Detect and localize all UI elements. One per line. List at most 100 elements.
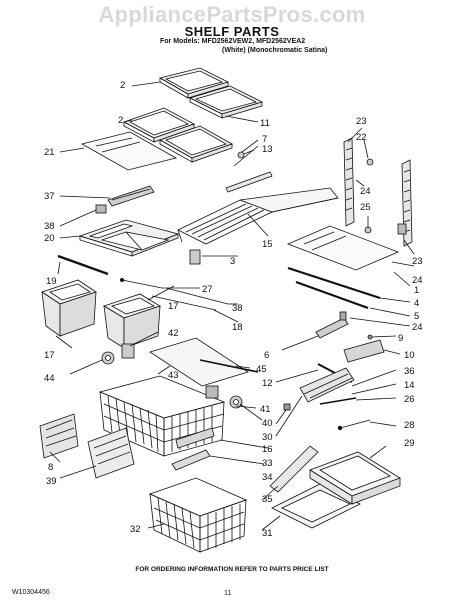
variant-line: (White) (Monochromatic Satina) (222, 47, 328, 54)
clip-part-9 (367, 334, 373, 340)
callout-21: 21 (44, 147, 55, 158)
divider-part-8 (39, 413, 79, 459)
callout-22: 22 (356, 132, 367, 143)
callout-23-right: 23 (412, 256, 423, 267)
callout-24-mid: 24 (360, 186, 371, 197)
callout-32: 32 (130, 524, 141, 535)
callout-37: 37 (44, 191, 55, 202)
callout-26: 26 (404, 394, 415, 405)
callout-20: 20 (44, 233, 55, 244)
shelf-frame-top-left (158, 67, 230, 99)
screw-part-7 (237, 149, 255, 159)
callout-45: 45 (256, 364, 267, 375)
callout-4: 4 (414, 298, 419, 309)
bracket-part-41 (205, 385, 219, 399)
callout-5: 5 (414, 311, 419, 322)
callout-2-top: 2 (120, 80, 125, 91)
gear-part-40 (229, 395, 243, 409)
callout-40: 40 (262, 418, 273, 429)
callout-6: 6 (264, 350, 269, 361)
ordering-footer: FOR ORDERING INFORMATION REFER TO PARTS … (135, 566, 329, 573)
callout-18: 18 (232, 322, 243, 333)
bracket-part-24 (397, 223, 407, 235)
callout-14: 14 (404, 380, 415, 391)
callout-39: 39 (46, 476, 57, 487)
shelf-frame-middle-left (123, 107, 195, 143)
wire-basket-lower (148, 477, 248, 553)
callout-23-top: 23 (356, 116, 367, 127)
callout-10: 10 (404, 350, 415, 361)
callout-34: 34 (262, 472, 273, 483)
page-number: 11 (224, 590, 232, 597)
callout-42: 42 (168, 328, 179, 339)
slide-part-36 (299, 367, 355, 403)
callout-24-low: 24 (412, 322, 423, 333)
trim-strip-part-13 (225, 171, 273, 193)
callout-24-right: 24 (412, 275, 423, 286)
slide-out-shelf (177, 187, 339, 245)
callout-27: 27 (202, 284, 213, 295)
callout-19: 19 (46, 276, 57, 287)
screw-part-22 (366, 158, 374, 166)
document-number: W10304456 (12, 589, 50, 596)
callout-11: 11 (260, 118, 270, 129)
callout-13: 13 (262, 144, 273, 155)
callout-16: 16 (262, 444, 273, 455)
ice-tray-part-29 (309, 451, 401, 505)
callout-9: 9 (398, 333, 403, 344)
bracket-part-6 (315, 317, 349, 339)
bracket-part-3 (189, 249, 201, 265)
callout-30: 30 (262, 432, 273, 443)
callout-41: 41 (260, 404, 271, 415)
callout-17-right: 17 (168, 301, 179, 312)
crisper-drawer-left (41, 279, 97, 337)
callout-44: 44 (44, 373, 55, 384)
rail-part-19 (57, 254, 109, 276)
shelf-bracket-part-37 (107, 185, 155, 207)
watermark: AppliancePartsPros.com (98, 2, 366, 27)
callout-31: 31 (262, 528, 273, 539)
rod-part-28 (339, 419, 371, 429)
shelf-frame-middle-right (159, 125, 233, 163)
callout-1: 1 (414, 285, 419, 296)
crisper-drawer-right (103, 293, 161, 349)
callout-7: 7 (262, 134, 267, 145)
rod-part-27 (121, 279, 163, 289)
rod-part-38 (165, 287, 229, 305)
slide-part-35 (269, 445, 319, 493)
callout-17-left: 17 (44, 350, 55, 361)
shelf-frame-top-right (188, 85, 264, 119)
drawer-tray-part-43 (149, 337, 249, 387)
clip-part-38 (95, 204, 107, 214)
glass-shelf-part-1 (286, 225, 400, 271)
callout-38-mid: 38 (232, 303, 243, 314)
rod-part-18 (151, 295, 217, 311)
glass-shelf-panel (80, 131, 178, 171)
vertical-rail-left (343, 137, 355, 227)
hinge-part-42 (121, 343, 135, 359)
trim-strip-part-4 (287, 266, 381, 300)
callout-38-top: 38 (44, 221, 55, 232)
rod-part-26 (319, 397, 357, 405)
rod-part-45 (199, 359, 259, 373)
crisper-cover-frame (78, 219, 180, 257)
divider-part-34 (171, 449, 211, 471)
callout-25: 25 (360, 202, 371, 213)
callout-8: 8 (48, 462, 53, 473)
callout-2-mid: 2 (118, 115, 123, 126)
callout-12: 12 (262, 378, 273, 389)
models-line: For Models: MFD2562VEW2, MFD2562VEA2 (160, 38, 306, 45)
gear-part-44 (101, 351, 115, 365)
bin-part-39 (87, 427, 135, 479)
wire-basket-upper (98, 375, 226, 457)
bracket-part-10 (343, 339, 385, 363)
callout-3: 3 (230, 256, 235, 267)
callout-33: 33 (262, 458, 273, 469)
page-title: SHELF PARTS (184, 24, 280, 39)
callout-35: 35 (262, 494, 273, 505)
callout-28: 28 (404, 420, 415, 431)
callout-29: 29 (404, 438, 415, 449)
trim-strip-part-5 (295, 280, 369, 310)
clip-part-30 (283, 403, 291, 411)
